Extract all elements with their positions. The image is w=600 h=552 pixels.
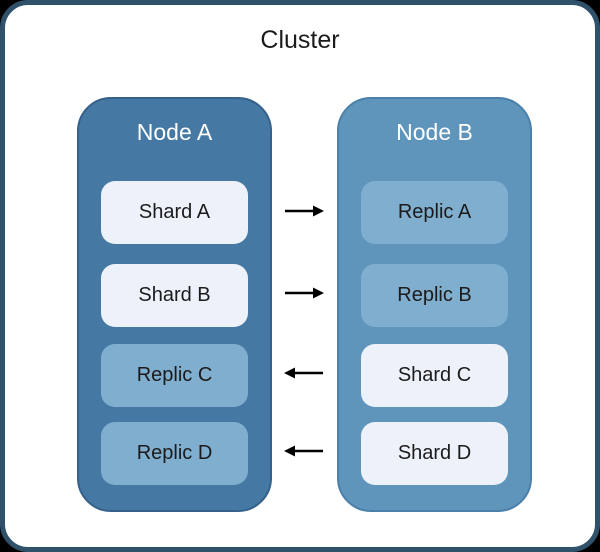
replic-a-box: Replic A bbox=[361, 181, 508, 244]
arrow-right-icon bbox=[284, 203, 324, 219]
replic-c-box: Replic C bbox=[101, 344, 248, 407]
cluster-title: Cluster bbox=[260, 26, 340, 54]
node-b-container: Node B Replic A Replic B Shard C Shard D bbox=[337, 97, 532, 512]
node-a-title: Node A bbox=[136, 119, 213, 145]
node-b-title: Node B bbox=[396, 119, 473, 145]
shard-d-box: Shard D bbox=[361, 422, 508, 485]
shard-c-label: Shard C bbox=[397, 364, 472, 386]
replic-b-box: Replic B bbox=[361, 264, 508, 327]
replic-d-box: Replic D bbox=[101, 422, 248, 485]
replic-a-label: Replic A bbox=[397, 201, 472, 223]
shard-c-box: Shard C bbox=[361, 344, 508, 407]
replic-d-label: Replic D bbox=[136, 442, 213, 464]
shard-b-box: Shard B bbox=[101, 264, 248, 327]
shard-a-box: Shard A bbox=[101, 181, 248, 244]
replic-c-label: Replic C bbox=[136, 364, 213, 386]
node-a-container: Node A Shard A Shard B Replic C Replic D bbox=[77, 97, 272, 512]
shard-b-label: Shard B bbox=[138, 284, 211, 306]
arrow-left-icon bbox=[284, 365, 324, 381]
arrow-right-icon bbox=[284, 285, 324, 301]
shard-d-label: Shard D bbox=[397, 442, 472, 464]
arrow-left-icon bbox=[284, 443, 324, 459]
replic-b-label: Replic B bbox=[397, 284, 472, 306]
shard-a-label: Shard A bbox=[138, 201, 211, 223]
